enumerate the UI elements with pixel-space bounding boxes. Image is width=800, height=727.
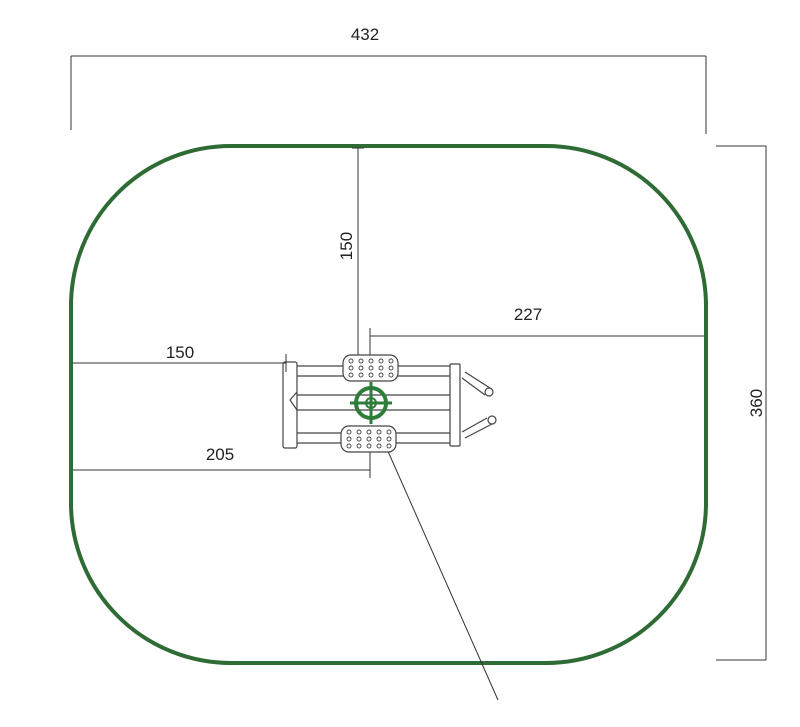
pad-hole	[348, 372, 354, 378]
pad-hole	[356, 429, 362, 435]
depth-label: 360	[747, 389, 766, 417]
pad-hole	[368, 358, 374, 364]
top-clearance-label: 150	[337, 232, 356, 260]
dimension-depth	[716, 145, 767, 661]
pad-hole	[376, 443, 382, 449]
pad-hole	[358, 372, 364, 378]
pad-hole	[346, 436, 352, 442]
leader-line	[382, 439, 499, 701]
pad-hole	[378, 365, 384, 371]
dimension-width	[70, 55, 707, 134]
pad-hole	[348, 358, 354, 364]
pad-hole	[366, 443, 372, 449]
center-distance-label: 205	[206, 445, 234, 464]
pad-hole	[386, 443, 392, 449]
width-label: 432	[351, 25, 379, 44]
pad-hole	[388, 372, 394, 378]
pad-hole	[366, 436, 372, 442]
pad-hole	[386, 429, 392, 435]
pad-hole	[376, 436, 382, 442]
dimension-top	[352, 147, 364, 356]
safety-zone-outline	[69, 144, 708, 665]
pad-hole	[356, 443, 362, 449]
pad-hole	[388, 358, 394, 364]
right-clearance-label: 227	[514, 305, 542, 324]
pad-hole	[346, 429, 352, 435]
pad-hole	[366, 429, 372, 435]
pad-hole	[368, 372, 374, 378]
pad-hole	[356, 436, 362, 442]
pad-hole	[378, 372, 384, 378]
pad-hole	[368, 365, 374, 371]
pad-hole	[376, 429, 382, 435]
pad-hole	[346, 443, 352, 449]
dimension-left	[73, 354, 287, 372]
pad-hole	[378, 358, 384, 364]
foot-pad-holes	[346, 358, 394, 449]
equipment-top-view	[282, 354, 497, 453]
left-clearance-label: 150	[166, 343, 194, 362]
pad-hole	[358, 358, 364, 364]
dimension-center	[73, 450, 371, 478]
pad-hole	[388, 365, 394, 371]
center-marker-icon	[350, 382, 392, 424]
pad-hole	[348, 365, 354, 371]
pad-hole	[358, 365, 364, 371]
pad-hole	[386, 436, 392, 442]
dimension-right	[369, 328, 704, 360]
